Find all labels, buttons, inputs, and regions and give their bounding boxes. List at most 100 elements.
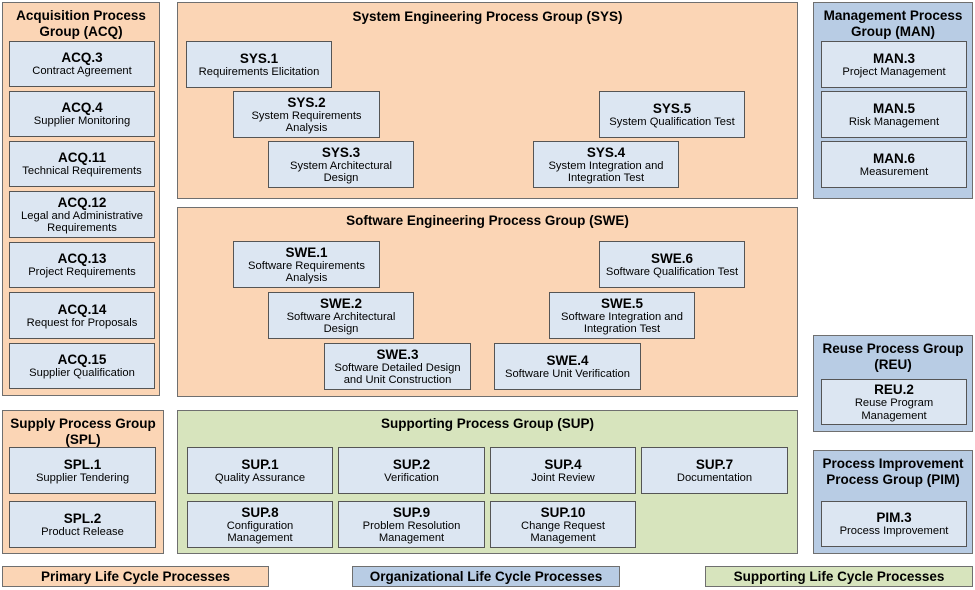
process-id: ACQ.4	[61, 100, 103, 116]
process-id: ACQ.11	[57, 150, 107, 166]
process-name: Project Management	[842, 65, 946, 78]
process-id: SPL.1	[63, 456, 102, 472]
process-name: Supplier Qualification	[29, 367, 135, 380]
process-man-3: MAN.3 Project Management	[821, 41, 967, 88]
acq-group: Acquisition Process Group (ACQ) ACQ.3 Co…	[2, 2, 160, 396]
process-swe-1: SWE.1 Software Requirements Analysis	[233, 241, 380, 288]
process-swe-5: SWE.5 Software Integration and Integrati…	[549, 292, 695, 339]
process-name: Software Architectural Design	[286, 310, 396, 336]
process-id: SYS.2	[287, 94, 326, 110]
process-id: ACQ.12	[57, 194, 107, 210]
process-id: SWE.6	[650, 250, 693, 266]
process-name: Project Requirements	[28, 266, 136, 279]
process-sup-4: SUP.4 Joint Review	[490, 447, 636, 494]
swe-group: Software Engineering Process Group (SWE)…	[177, 207, 798, 397]
process-sys-4: SYS.4 System Integration and Integration…	[533, 141, 679, 188]
process-id: SUP.4	[544, 456, 582, 472]
process-name: Software Unit Verification	[505, 367, 630, 380]
acq-group-title: Acquisition Process Group (ACQ)	[16, 8, 146, 39]
swe-group-title: Software Engineering Process Group (SWE)	[346, 213, 629, 228]
process-id: REU.2	[874, 382, 914, 397]
process-name: Technical Requirements	[22, 165, 142, 178]
process-name: Documentation	[676, 471, 753, 484]
process-name: Legal and Administrative Requirements	[21, 209, 143, 235]
process-name: System Architectural Design	[290, 159, 392, 185]
process-id: ACQ.14	[57, 301, 107, 317]
process-name: Verification	[384, 471, 439, 484]
process-name: Supplier Tendering	[35, 471, 130, 484]
process-id: SWE.1	[285, 244, 328, 260]
pim-group-title: Process Improvement Process Group (PIM)	[822, 456, 964, 487]
process-name: Process Improvement	[839, 525, 949, 538]
process-acq-14: ACQ.14 Request for Proposals	[9, 292, 155, 339]
spl-group-title: Supply Process Group (SPL)	[10, 416, 156, 447]
process-sys-2: SYS.2 System Requirements Analysis	[233, 91, 380, 138]
process-sup-7: SUP.7 Documentation	[641, 447, 788, 494]
process-name: Joint Review	[531, 471, 595, 484]
process-name: Measurement	[859, 165, 929, 178]
process-swe-6: SWE.6 Software Qualification Test	[599, 241, 745, 288]
process-sup-2: SUP.2 Verification	[338, 447, 485, 494]
process-man-5: MAN.5 Risk Management	[821, 91, 967, 138]
process-id: SUP.10	[540, 504, 586, 520]
process-id: SUP.9	[392, 504, 431, 520]
process-name: System Requirements Analysis	[251, 109, 362, 135]
process-name: Contract Agreement	[32, 65, 132, 78]
process-id: SWE.4	[546, 352, 589, 368]
process-spl-1: SPL.1 Supplier Tendering	[9, 447, 156, 494]
process-sup-9: SUP.9 Problem Resolution Management	[338, 501, 485, 548]
process-name: Software Requirements Analysis	[248, 259, 365, 285]
process-swe-4: SWE.4 Software Unit Verification	[494, 343, 641, 390]
process-name: Risk Management	[848, 115, 940, 128]
process-name: Software Integration and Integration Tes…	[561, 310, 683, 336]
process-id: SUP.2	[392, 456, 431, 472]
process-name: Requirements Elicitation	[198, 65, 320, 78]
process-id: ACQ.3	[61, 50, 103, 66]
process-name: Software Detailed Design and Unit Constr…	[334, 361, 461, 387]
man-group: Management Process Group (MAN) MAN.3 Pro…	[813, 2, 973, 199]
process-name: Reuse Program Management	[854, 397, 934, 422]
process-id: SYS.1	[239, 50, 279, 66]
process-name: Software Qualification Test	[605, 265, 739, 278]
process-id: SUP.7	[695, 456, 734, 472]
spl-group: Supply Process Group (SPL) SPL.1 Supplie…	[2, 410, 164, 554]
reu-group: Reuse Process Group (REU) REU.2 Reuse Pr…	[813, 335, 973, 432]
process-sup-10: SUP.10 Change Request Management	[490, 501, 636, 548]
process-spl-2: SPL.2 Product Release	[9, 501, 156, 548]
sys-group-title: System Engineering Process Group (SYS)	[352, 9, 623, 24]
process-id: SWE.3	[376, 346, 419, 362]
process-id: PIM.3	[876, 510, 912, 526]
process-id: ACQ.13	[57, 251, 107, 267]
process-name: System Integration and Integration Test	[548, 159, 664, 185]
process-swe-3: SWE.3 Software Detailed Design and Unit …	[324, 343, 471, 390]
process-id: SWE.5	[600, 295, 643, 311]
process-name: System Qualification Test	[609, 115, 735, 128]
process-name: Request for Proposals	[26, 316, 138, 329]
process-reu-2: REU.2 Reuse Program Management	[821, 379, 967, 425]
process-sup-8: SUP.8 Configuration Management	[187, 501, 333, 548]
process-acq-3: ACQ.3 Contract Agreement	[9, 41, 155, 87]
legend-organizational: Organizational Life Cycle Processes	[352, 566, 620, 587]
process-id: SYS.4	[586, 144, 626, 160]
process-name: Product Release	[41, 525, 124, 538]
pim-group: Process Improvement Process Group (PIM) …	[813, 450, 973, 554]
process-id: SUP.1	[241, 456, 279, 472]
process-acq-12: ACQ.12 Legal and Administrative Requirem…	[9, 191, 155, 238]
process-id: SYS.5	[652, 100, 692, 116]
process-id: MAN.6	[872, 150, 915, 166]
reu-group-title: Reuse Process Group (REU)	[822, 341, 964, 372]
process-sys-3: SYS.3 System Architectural Design	[268, 141, 414, 188]
sup-group: Supporting Process Group (SUP) SUP.1 Qua…	[177, 410, 798, 554]
process-sys-1: SYS.1 Requirements Elicitation	[186, 41, 332, 88]
process-id: SUP.8	[241, 504, 279, 520]
process-sup-1: SUP.1 Quality Assurance	[187, 447, 333, 494]
process-name: Problem Resolution Management	[362, 519, 461, 545]
process-id: SPL.2	[63, 510, 102, 526]
process-acq-4: ACQ.4 Supplier Monitoring	[9, 91, 155, 137]
process-id: SYS.3	[321, 144, 361, 160]
process-acq-15: ACQ.15 Supplier Qualification	[9, 343, 155, 389]
man-group-title: Management Process Group (MAN)	[823, 8, 963, 39]
process-name: Change Request Management	[521, 519, 605, 545]
process-acq-13: ACQ.13 Project Requirements	[9, 242, 155, 288]
process-id: SWE.2	[319, 295, 362, 311]
